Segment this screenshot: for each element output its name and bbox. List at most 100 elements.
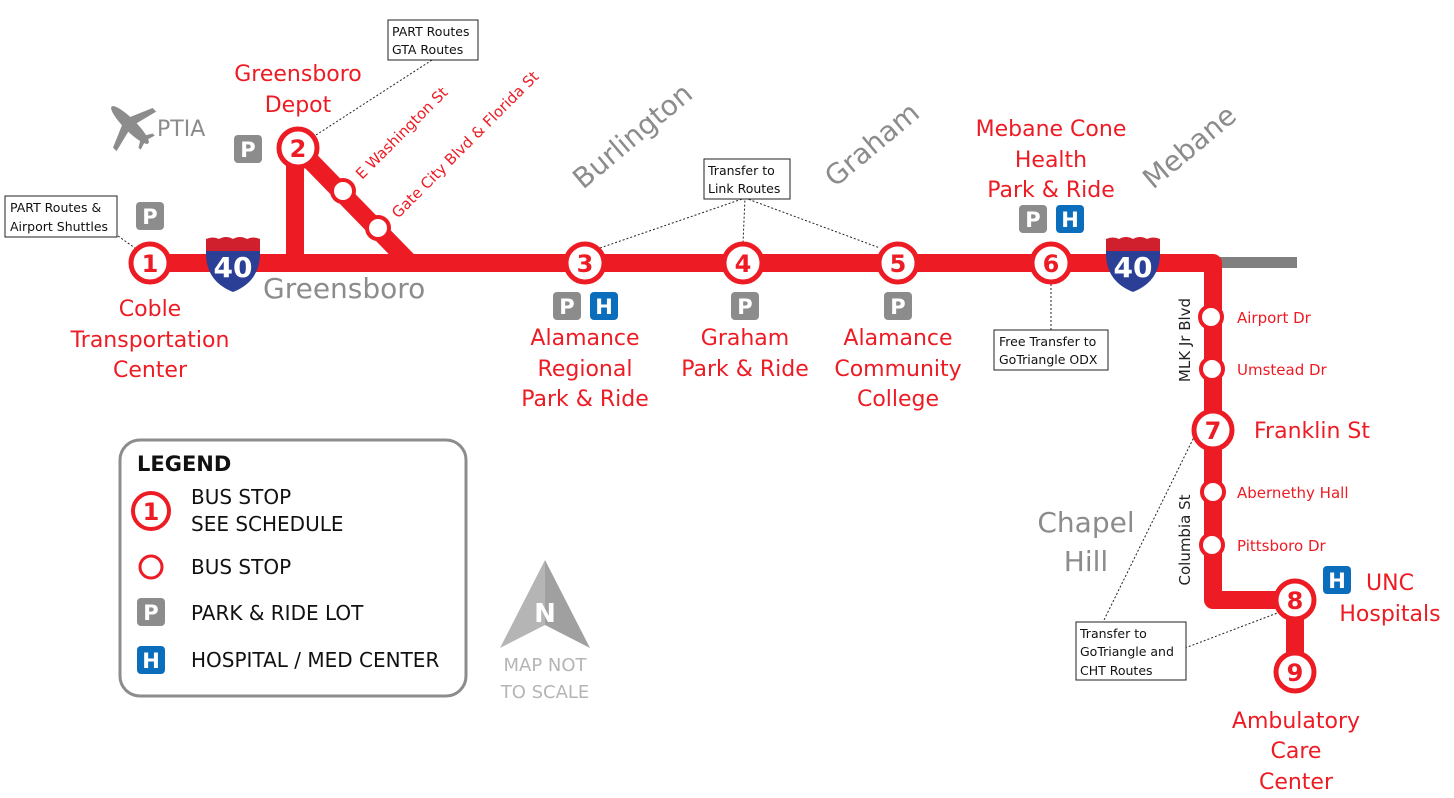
stop3-label: Park & Ride <box>521 387 649 412</box>
svg-text:GTA Routes: GTA Routes <box>392 42 463 57</box>
svg-text:H: H <box>1328 569 1346 593</box>
svg-text:P: P <box>240 138 255 162</box>
city-burlington: Burlington <box>566 77 699 196</box>
svg-text:Link Routes: Link Routes <box>708 181 780 196</box>
svg-text:PART Routes: PART Routes <box>392 24 469 39</box>
stop3-label: Alamance <box>530 326 639 351</box>
svg-text:BUS STOP: BUS STOP <box>191 555 291 579</box>
label-abernethy-hall: Abernethy Hall <box>1237 484 1349 502</box>
stop7-label: Franklin St <box>1254 419 1370 444</box>
svg-text:PARK & RIDE LOT: PARK & RIDE LOT <box>191 601 364 625</box>
stop3-label: Regional <box>538 357 633 382</box>
svg-text:1: 1 <box>142 250 159 278</box>
city-chapel-hill: Hill <box>1064 545 1108 578</box>
stop2-label: Depot <box>265 93 332 118</box>
stop5-label: Community <box>834 357 961 382</box>
svg-text:H: H <box>142 649 160 673</box>
stop-e-washington[interactable] <box>330 178 356 204</box>
park-ride-icon: P <box>137 598 165 626</box>
stop4-label: Graham <box>701 326 789 351</box>
svg-text:N: N <box>534 599 556 629</box>
city-mebane: Mebane <box>1136 99 1242 196</box>
park-ride-icon: P <box>884 292 912 320</box>
stop-4[interactable]: 4 <box>721 241 765 285</box>
svg-text:7: 7 <box>1205 417 1222 445</box>
svg-text:Transfer to: Transfer to <box>707 163 775 178</box>
stop-2[interactable]: 2 <box>276 126 320 170</box>
svg-text:P: P <box>559 295 574 319</box>
stop-airport-dr[interactable] <box>1198 304 1224 330</box>
stop4-label: Park & Ride <box>681 357 809 382</box>
svg-text:PART Routes &: PART Routes & <box>10 200 101 215</box>
label-gate-city: Gate City Blvd & Florida St <box>388 67 542 221</box>
stop-7[interactable]: 7 <box>1191 408 1235 452</box>
callout-stop2: PART Routes GTA Routes <box>387 19 479 61</box>
svg-text:P: P <box>143 601 158 625</box>
svg-text:GoTriangle and: GoTriangle and <box>1080 644 1174 659</box>
svg-text:GoTriangle ODX: GoTriangle ODX <box>999 352 1098 367</box>
hospital-icon: H <box>137 646 165 674</box>
stop-pittsboro-dr[interactable] <box>1199 532 1225 558</box>
svg-text:P: P <box>1025 208 1040 232</box>
svg-text:2: 2 <box>290 135 307 163</box>
stop5-label: Alamance <box>843 326 952 351</box>
svg-text:Free Transfer to: Free Transfer to <box>999 334 1096 349</box>
svg-text:SEE SCHEDULE: SEE SCHEDULE <box>191 512 343 536</box>
interstate-40-shield-icon: 40 <box>1105 237 1161 292</box>
stop-umstead-dr[interactable] <box>1199 356 1225 382</box>
svg-text:Airport Shuttles: Airport Shuttles <box>10 219 108 234</box>
legend-title: LEGEND <box>137 452 231 476</box>
label-pittsboro-dr: Pittsboro Dr <box>1237 537 1326 555</box>
stop-abernethy-hall[interactable] <box>1200 479 1226 505</box>
stop-6[interactable]: 6 <box>1029 241 1073 285</box>
stop-9[interactable]: 9 <box>1273 650 1317 694</box>
stop-8[interactable]: 8 <box>1273 578 1317 622</box>
hospital-icon: H <box>1323 566 1351 594</box>
stop1-label: Transportation <box>70 328 230 353</box>
svg-text:BUS STOP: BUS STOP <box>191 485 291 509</box>
svg-text:6: 6 <box>1043 250 1060 278</box>
park-ride-icon: P <box>1019 205 1047 233</box>
scale-note: MAP NOT <box>503 655 587 676</box>
stop6-label: Park & Ride <box>987 178 1115 203</box>
north-arrow-icon: N <box>500 560 590 648</box>
stop-gate-city[interactable] <box>365 215 391 241</box>
stop-3[interactable]: 3 <box>563 241 607 285</box>
park-ride-icon: P <box>136 202 164 230</box>
callout-link: Transfer to Link Routes <box>703 158 791 200</box>
street-mlk: MLK Jr Blvd <box>1176 298 1194 382</box>
svg-text:HOSPITAL / MED CENTER: HOSPITAL / MED CENTER <box>191 648 439 672</box>
scale-note: TO SCALE <box>500 682 590 703</box>
park-ride-icon: P <box>731 292 759 320</box>
city-greensboro: Greensboro <box>263 272 425 305</box>
stop5-label: College <box>857 387 939 412</box>
stop1-label: Coble <box>119 297 181 322</box>
stop-5[interactable]: 5 <box>876 241 920 285</box>
stop9-label: Ambulatory <box>1232 709 1360 734</box>
svg-text:4: 4 <box>735 250 752 278</box>
svg-text:5: 5 <box>890 250 907 278</box>
route-continuation <box>1213 257 1297 268</box>
minor-stops <box>330 178 1226 558</box>
stop9-label: Center <box>1259 770 1334 795</box>
label-airport-dr: Airport Dr <box>1237 309 1312 327</box>
stop8-label: UNC <box>1366 571 1414 596</box>
airplane-icon <box>111 106 157 152</box>
svg-text:P: P <box>890 295 905 319</box>
city-chapel-hill: Chapel <box>1037 506 1134 539</box>
stop-labels: Coble Transportation Center Greensboro D… <box>70 62 1441 795</box>
stop6-label: Health <box>1015 148 1087 173</box>
park-ride-icon: P <box>553 292 581 320</box>
stop2-label: Greensboro <box>234 62 362 87</box>
stop9-label: Care <box>1271 739 1322 764</box>
stop6-label: Mebane Cone <box>976 117 1127 142</box>
stop8-label: Hospitals <box>1339 602 1440 627</box>
svg-text:P: P <box>737 295 752 319</box>
stop-1[interactable]: 1 <box>128 241 172 285</box>
hospital-icon: H <box>1056 205 1084 233</box>
city-graham: Graham <box>818 96 925 194</box>
svg-text:40: 40 <box>1114 251 1153 284</box>
bus-stop-schedule-icon <box>131 491 171 531</box>
airport-label: PTIA <box>157 117 205 142</box>
